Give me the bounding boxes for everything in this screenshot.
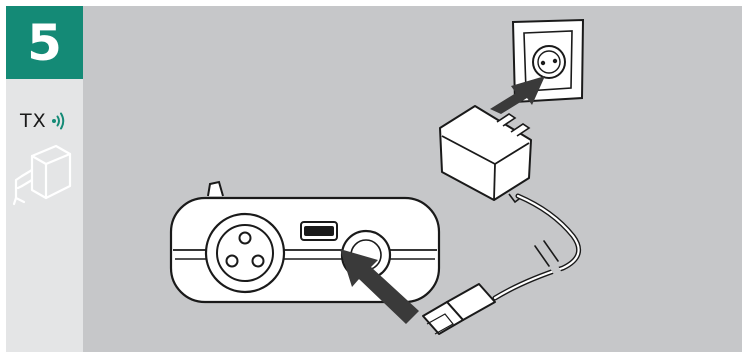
step-badge: 5 bbox=[6, 6, 83, 79]
insert-arrow-device bbox=[340, 249, 419, 324]
device-label: TX bbox=[20, 110, 47, 132]
illustration-panel bbox=[83, 6, 742, 352]
device-label-row: TX bbox=[20, 108, 67, 134]
insert-arrow-socket bbox=[490, 76, 545, 114]
power-adapter-icon bbox=[12, 144, 72, 206]
charging-setup-illustration bbox=[169, 18, 585, 335]
wireless-signal-icon bbox=[51, 112, 64, 130]
step-number: 5 bbox=[27, 14, 62, 72]
usb-plug bbox=[422, 283, 496, 335]
transmitter-device bbox=[169, 180, 441, 304]
step-sidebar: 5 TX bbox=[6, 6, 83, 352]
power-adapter bbox=[439, 105, 532, 204]
usb-cable bbox=[492, 193, 582, 301]
